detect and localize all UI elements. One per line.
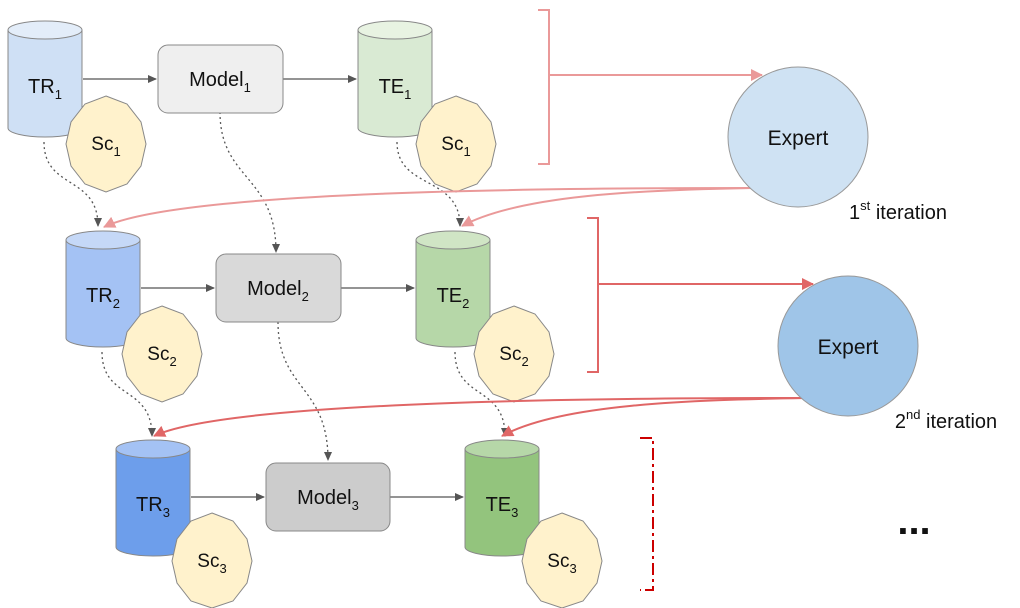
score-label: Sc1 [91,134,120,159]
training-set-label: TR1 [28,76,62,102]
expert-2-feedback-arrows [153,397,806,437]
test-set-cylinder: TE2 [415,230,491,348]
model-label: Model1 [189,69,251,95]
model-label: Model2 [247,278,309,304]
model-box: Model2 [215,253,342,323]
expert-label: Expert [768,127,829,150]
row-flow-arrows [83,75,464,501]
expert-2: Expert [777,275,919,417]
score-badge: Sc3 [521,512,603,608]
training-set-label: TR3 [136,494,170,520]
model-box: Model3 [265,462,391,532]
ellipsis-continuation: ... [897,499,930,543]
score-label: Sc3 [197,551,226,576]
score-badge: Sc1 [65,95,147,193]
expert-1-feedback-arrows [103,187,753,228]
row-3: TR3 Sc3 Model3 TE3 Sc3 [115,439,603,608]
training-set-cylinder: TR1 [7,20,83,138]
training-set-cylinder: TR2 [65,230,141,348]
model-label: Model3 [297,487,359,513]
score-badge: Sc2 [473,305,555,403]
pending-iteration-bracket [640,437,654,591]
test-set-label: TE2 [437,285,470,311]
iteration-2-label: 2nd iteration [895,407,997,433]
test-set-label: TE1 [379,76,412,102]
test-set-cylinder: TE3 [464,439,540,557]
score-label: Sc3 [547,551,576,576]
row-2: TR2 Sc2 Model2 TE2 Sc2 [65,230,555,403]
iteration-2-bracket [587,217,599,373]
score-badge: Sc2 [121,305,203,403]
training-set-cylinder: TR3 [115,439,191,557]
test-set-label: TE3 [486,494,519,520]
score-label: Sc2 [147,344,176,369]
score-label: Sc1 [441,134,470,159]
score-badge: Sc3 [171,512,253,608]
score-label: Sc2 [499,344,528,369]
iteration-1-label: 1st iteration [849,198,947,224]
model-box: Model1 [157,44,284,114]
brackets [538,9,654,591]
iteration-1-bracket [538,9,550,165]
expert-1: Expert [727,66,869,208]
test-set-cylinder: TE1 [357,20,433,138]
expert-label: Expert [818,336,879,359]
training-set-label: TR2 [86,285,120,311]
dotted-dependency-links [43,111,509,461]
row-1: TR1 Sc1 Model1 TE1 Sc1 [7,20,497,193]
